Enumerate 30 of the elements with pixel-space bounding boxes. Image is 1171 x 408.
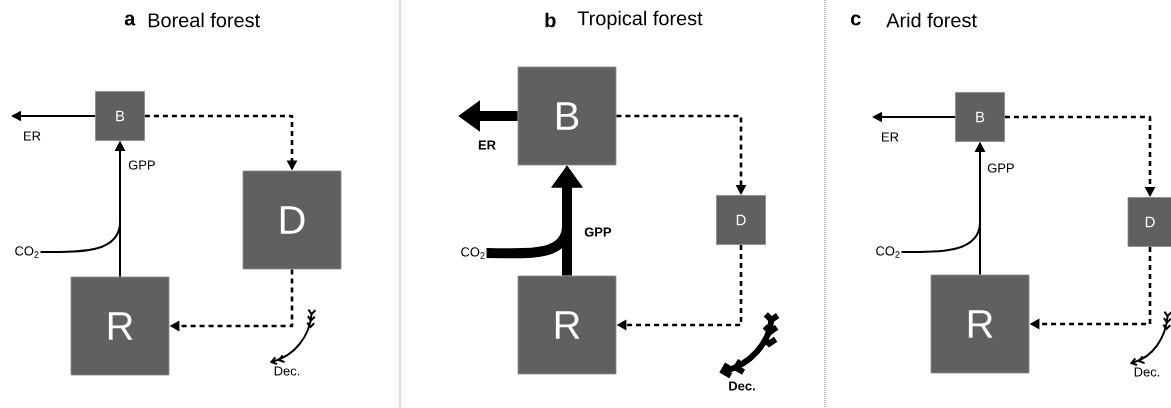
co2-label: CO$_{2}$ [15, 246, 39, 258]
pool-box: B [955, 92, 1005, 142]
text-label: Dec. [729, 381, 755, 391]
pool-box: B [95, 91, 145, 141]
panel-title: Boreal forest [148, 12, 260, 28]
co2-label: CO$_{2}$ [461, 247, 485, 259]
edge-label: ER [477, 139, 497, 151]
pool-box: D [1127, 197, 1171, 247]
arrow [719, 312, 780, 379]
pool-box: D [716, 195, 766, 245]
edge-label: ER [880, 131, 900, 143]
panel-letter: a [124, 14, 136, 26]
text-label: Dec. [1134, 367, 1160, 377]
arrow [1129, 310, 1171, 367]
co2-label: CO$_{2}$ [876, 246, 900, 258]
edge-label: GPP [127, 159, 157, 171]
edge-label: GPP [986, 162, 1016, 174]
edge-label: ER [22, 130, 42, 142]
panel-title: Tropical forest [577, 10, 703, 30]
arrow [269, 308, 317, 366]
pool-box: R [517, 275, 617, 375]
panel-title: Arid forest [886, 12, 977, 28]
pool-box: R [70, 276, 170, 376]
panel-letter: c [851, 14, 861, 26]
pool-box: D [242, 170, 342, 270]
edge-label: GPP [583, 226, 613, 238]
text-label: Dec. [274, 366, 300, 376]
pool-box: B [517, 66, 617, 166]
panel-letter: b [545, 12, 556, 28]
pool-box: R [930, 274, 1030, 374]
